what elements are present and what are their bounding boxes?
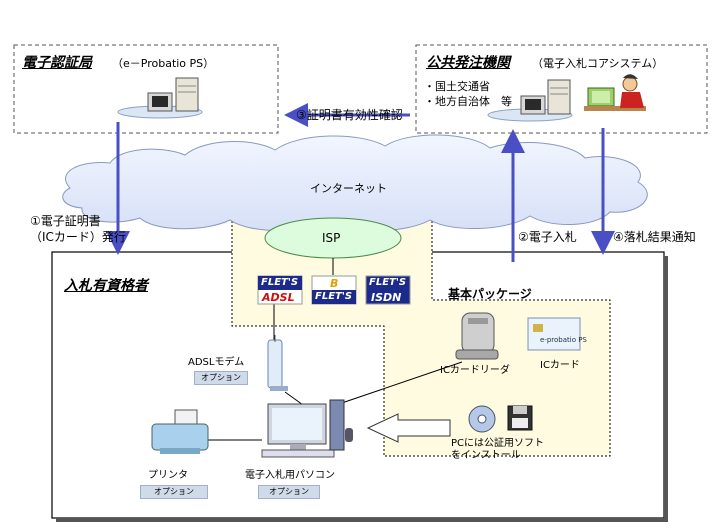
b-flets-logo (311, 275, 357, 305)
pc-icon (261, 399, 353, 458)
ic-card-text: e-probatio PS (540, 336, 587, 344)
bidder-title: 入札有資格者 (64, 278, 148, 294)
cert-issue-label-2: （ICカード）発行 (30, 230, 126, 244)
b-flets-line1: B (330, 277, 339, 290)
install-media-icon (468, 405, 533, 433)
internet-cloud (62, 134, 648, 231)
adsl-modem-icon (267, 335, 288, 391)
software-note-1: PCには公証用ソフト (451, 438, 545, 449)
flets-adsl-line1: FLET'S (261, 277, 299, 288)
public-agency-subtitle: （電子入札コアシステム） (532, 57, 664, 70)
printer-option-badge: オプション (140, 485, 208, 499)
server-icon-left (117, 77, 203, 119)
e-bid-label: ②電子入札 (518, 230, 577, 244)
adsl-modem-option-badge: オプション (194, 371, 248, 385)
pc-label: 電子入札用パソコン (245, 470, 335, 481)
isp-label: ISP (322, 231, 341, 245)
flets-adsl-line2: ADSL (262, 291, 295, 304)
flets-isdn-line1: FLET'S (369, 277, 407, 288)
cert-issue-label-1: ①電子証明書 (30, 214, 101, 228)
cert-authority-box (13, 44, 279, 134)
cert-check-label: ③証明書有効性確認 (296, 108, 403, 122)
adsl-modem-label: ADSLモデム (188, 357, 245, 368)
printer-icon (151, 409, 209, 454)
b-flets-line2: FLET'S (315, 291, 353, 302)
ic-card-reader-icon (455, 312, 499, 360)
pc-option-badge: オプション (258, 485, 320, 499)
basic-package-title: 基本パッケージ (448, 287, 532, 301)
public-agency-item-2: ・地方自治体 等 (424, 95, 512, 108)
public-agency-item-1: ・国土交通省 (424, 80, 490, 93)
result-notice-label: ④落札結果通知 (613, 230, 696, 244)
flets-adsl-logo (257, 275, 303, 305)
cert-authority-subtitle: （e－Probatio PS） (112, 57, 215, 70)
ic-reader-label: ICカードリーダ (440, 365, 510, 376)
software-note-2: をインストール (451, 450, 521, 461)
printer-label: プリンタ (148, 470, 188, 481)
internet-label: インターネット (310, 182, 387, 195)
basic-package-region (231, 204, 611, 457)
server-icon-right (487, 79, 573, 122)
flets-isdn-logo (365, 275, 411, 305)
flets-isdn-line2: ISDN (371, 291, 402, 304)
operator-icon (584, 74, 646, 111)
ic-card-label: ICカード (540, 360, 580, 371)
install-arrow (366, 413, 451, 443)
ic-card-icon (527, 317, 581, 351)
cert-authority-title: 電子認証局 (22, 55, 92, 71)
public-agency-title: 公共発注機関 (426, 55, 510, 71)
